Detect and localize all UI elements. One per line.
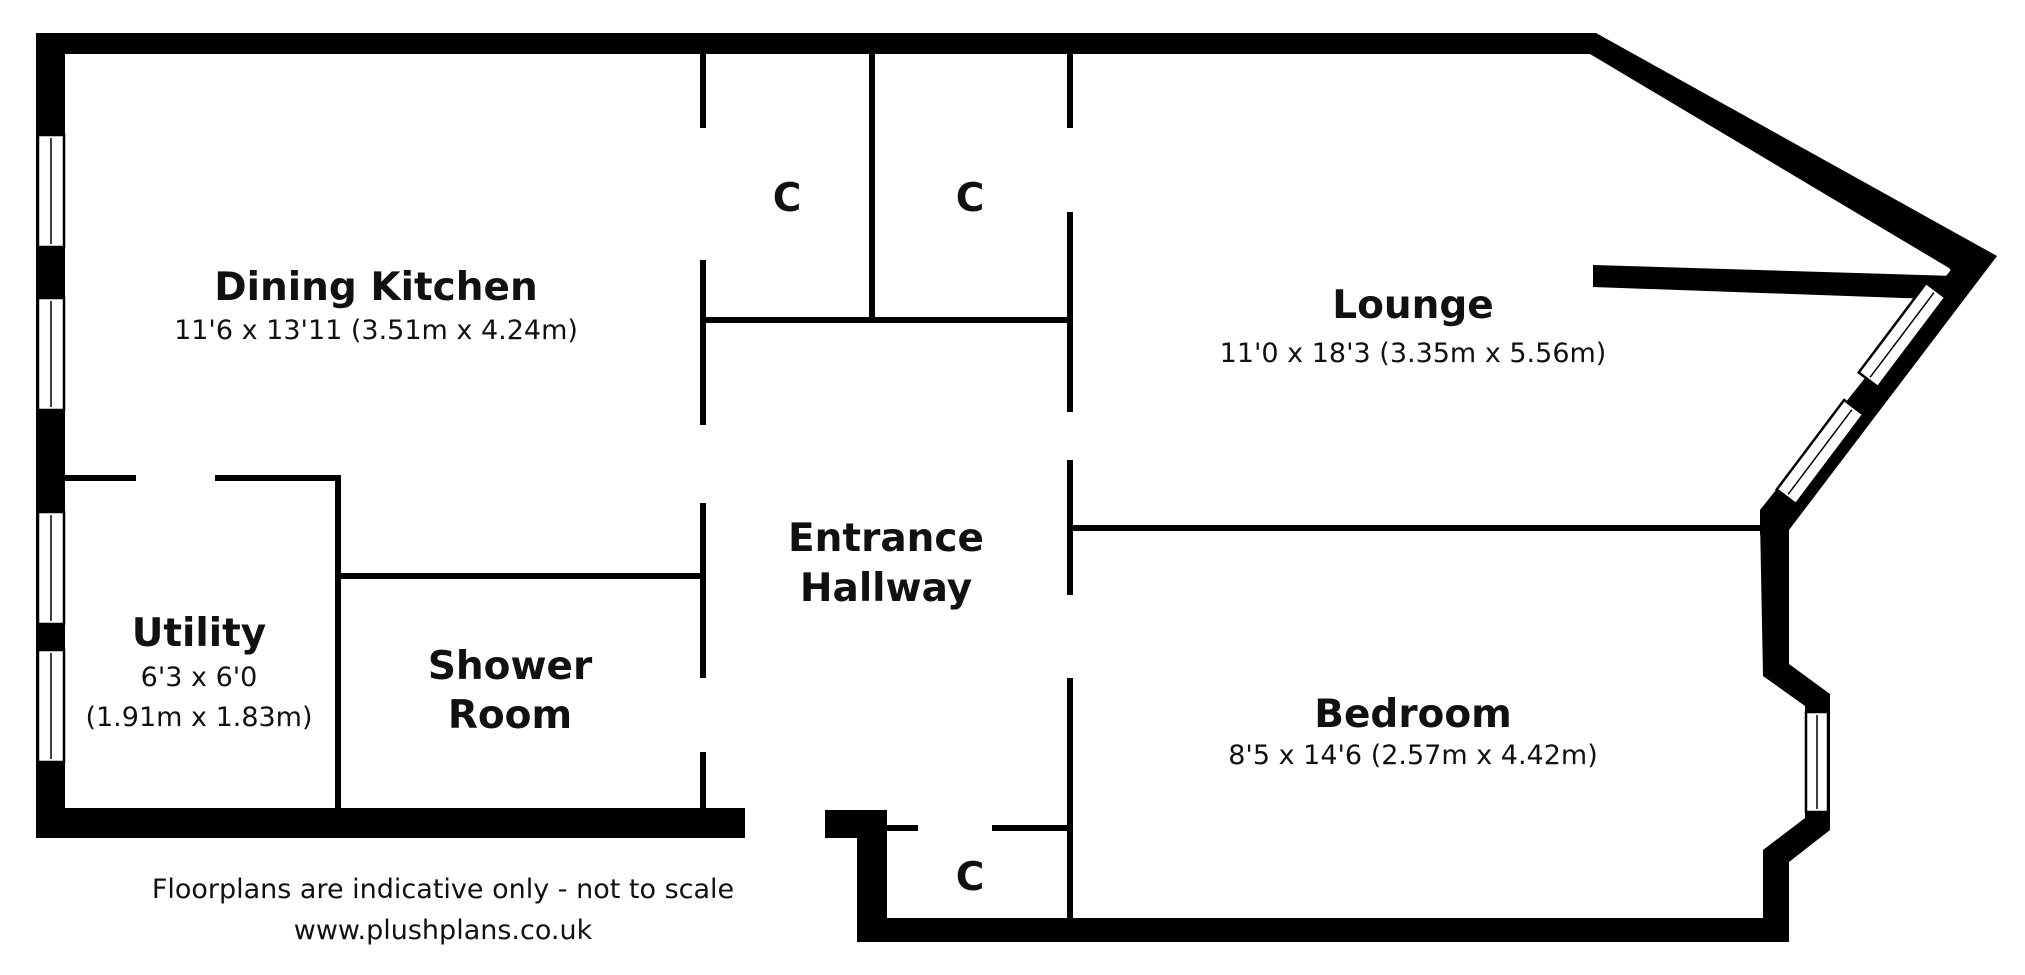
room-lounge: Lounge 11'0 x 18'3 (3.35m x 5.56m): [1220, 283, 1607, 369]
room-name-utility: Utility: [132, 611, 266, 656]
window-kitchen-lower: [36, 296, 66, 412]
room-name-shower-line1: Shower: [428, 644, 593, 689]
room-name-hallway-line2: Hallway: [800, 566, 972, 611]
room-name-dining-kitchen: Dining Kitchen: [214, 265, 537, 310]
window-lounge-upper: [1856, 281, 1948, 389]
interior-walls: [65, 54, 1764, 918]
disclaimer-text: Floorplans are indicative only - not to …: [152, 874, 734, 905]
room-dims-dining-kitchen: 11'6 x 13'11 (3.51m x 4.24m): [174, 315, 578, 346]
window-lounge-lower: [1774, 398, 1866, 506]
room-dining-kitchen: Dining Kitchen 11'6 x 13'11 (3.51m x 4.2…: [174, 265, 578, 346]
room-name-cupboard-1: C: [773, 176, 802, 221]
windows: [36, 133, 1948, 814]
window-utility-lower: [36, 648, 66, 764]
room-dims-utility-imperial: 6'3 x 6'0: [141, 662, 258, 693]
room-name-cupboard-2: C: [956, 176, 985, 221]
room-name-shower-line2: Room: [448, 693, 572, 738]
room-dims-bedroom: 8'5 x 14'6 (2.57m x 4.42m): [1228, 740, 1598, 771]
room-utility: Utility 6'3 x 6'0 (1.91m x 1.83m): [85, 611, 312, 733]
room-dims-lounge: 11'0 x 18'3 (3.35m x 5.56m): [1220, 338, 1607, 369]
room-name-cupboard-3: C: [956, 855, 985, 900]
outer-wall-main: [36, 33, 1997, 838]
window-kitchen-upper: [36, 133, 66, 249]
room-name-lounge: Lounge: [1332, 283, 1494, 328]
website-text: www.plushplans.co.uk: [294, 915, 593, 946]
room-dims-utility-metric: (1.91m x 1.83m): [85, 702, 312, 733]
room-entrance-hallway: Entrance Hallway: [788, 516, 984, 611]
room-name-bedroom: Bedroom: [1314, 692, 1512, 737]
room-name-hallway-line1: Entrance: [788, 516, 984, 561]
window-utility-upper: [36, 510, 66, 626]
outer-walls: [36, 33, 1997, 942]
footer: Floorplans are indicative only - not to …: [152, 874, 734, 946]
window-bedroom-bay: [1804, 710, 1830, 814]
room-bedroom: Bedroom 8'5 x 14'6 (2.57m x 4.42m): [1228, 692, 1598, 771]
room-shower-room: Shower Room: [428, 644, 593, 738]
